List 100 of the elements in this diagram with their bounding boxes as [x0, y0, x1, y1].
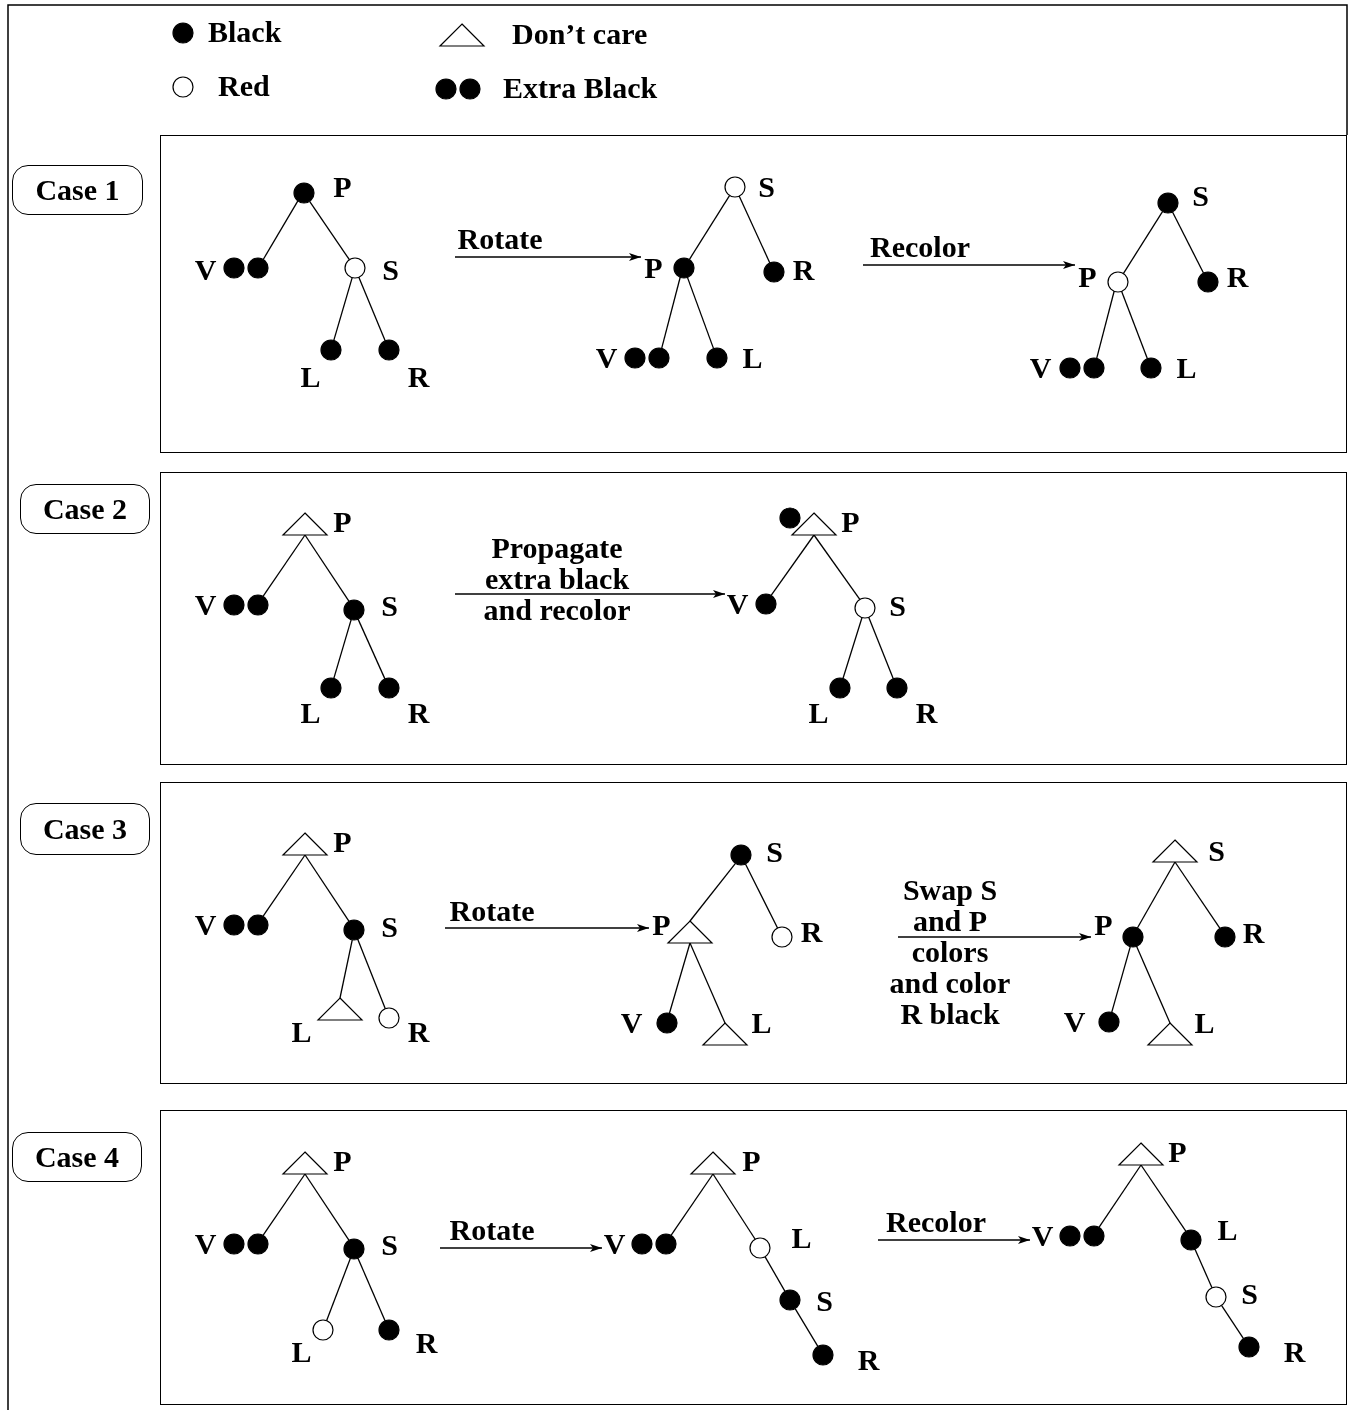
tree-link: [1174, 861, 1221, 929]
tree-link: [357, 938, 386, 1010]
tree-link: [1171, 211, 1205, 274]
node-letter: P: [1093, 909, 1114, 940]
node-letter: R: [406, 1016, 431, 1047]
case-label: Case 4: [12, 1132, 142, 1182]
node-letter: L: [807, 697, 830, 728]
node-letter: L: [750, 1007, 773, 1038]
tree-link: [333, 618, 352, 680]
node-letter: R: [856, 1344, 881, 1375]
node-letter: V: [619, 1007, 644, 1038]
node-letter: R: [1225, 261, 1250, 292]
legend-text: Red: [218, 70, 270, 102]
node-letter: P: [1167, 1136, 1188, 1167]
transition-arrow: [897, 933, 1092, 941]
node-letter: S: [1191, 180, 1210, 211]
transition-arrow: [454, 253, 642, 261]
node-letter: S: [380, 911, 399, 942]
legend-text: Don’t care: [512, 18, 648, 50]
tree-link: [262, 1173, 306, 1236]
tree-link: [764, 1256, 786, 1292]
tree-link: [358, 276, 386, 342]
node-letter: S: [380, 590, 399, 621]
node-letter: P: [741, 1145, 762, 1176]
transition-arrow: [439, 1244, 603, 1252]
node-letter: S: [1207, 835, 1226, 866]
edge-label: Recolor: [869, 230, 971, 262]
node-letter: S: [380, 1229, 399, 1260]
tree-link: [661, 276, 681, 349]
edge-label: Rotate: [448, 1213, 536, 1245]
case-panel: [160, 1110, 1347, 1405]
node-letter: R: [914, 697, 939, 728]
node-letter: L: [790, 1222, 813, 1253]
tree-link: [689, 942, 726, 1024]
node-letter: P: [332, 506, 353, 537]
node-letter: R: [414, 1327, 439, 1358]
node-letter: P: [332, 1145, 353, 1176]
node-letter: P: [840, 506, 861, 537]
tree-link: [712, 1173, 756, 1240]
node-letter: V: [193, 254, 218, 285]
tree-link: [1122, 210, 1164, 275]
node-letter: S: [1240, 1278, 1259, 1309]
node-letter: P: [332, 826, 353, 857]
edge-label: Swap S and P colors and color R black: [889, 873, 1011, 1029]
tree-link: [1098, 1164, 1142, 1228]
tree-link: [770, 534, 815, 597]
node-letter: P: [643, 252, 664, 283]
legend-text: Extra Black: [503, 72, 658, 104]
tree-link: [1111, 945, 1131, 1014]
node-letter: L: [290, 1336, 313, 1367]
node-letter: L: [1193, 1007, 1216, 1038]
tree-link: [1220, 1304, 1245, 1340]
tree-link: [868, 616, 894, 680]
tree-link: [1135, 945, 1171, 1024]
case-panel: [160, 135, 1347, 453]
node-letter: P: [651, 909, 672, 940]
node-letter: L: [290, 1016, 313, 1047]
transition-arrow: [862, 261, 1076, 269]
tree-link: [262, 854, 306, 917]
tree-link: [689, 862, 737, 922]
node-letter: R: [799, 916, 824, 947]
node-letter: P: [332, 171, 353, 202]
node-letter: S: [815, 1285, 834, 1316]
edge-label: Propagate extra black and recolor: [482, 531, 632, 625]
node-letter: L: [1216, 1214, 1239, 1245]
tree-link: [1194, 1248, 1213, 1289]
node-letter: R: [1282, 1336, 1307, 1367]
tree-link: [339, 939, 353, 999]
case-label: Case 1: [12, 165, 143, 215]
edge-label: Recolor: [885, 1205, 987, 1237]
node-letter: S: [757, 171, 776, 202]
node-letter: L: [299, 361, 322, 392]
tree-link: [1140, 1164, 1187, 1232]
tree-link: [333, 276, 353, 342]
tree-link: [813, 534, 861, 601]
tree-link: [308, 200, 351, 261]
tree-link: [686, 276, 715, 350]
node-letter: R: [406, 361, 431, 392]
node-letter: V: [193, 909, 218, 940]
node-letter: S: [765, 836, 784, 867]
node-letter: V: [725, 588, 750, 619]
tree-link: [262, 200, 299, 261]
case-label: Case 2: [20, 484, 150, 534]
tree-link: [842, 616, 863, 680]
edge-label: Rotate: [456, 222, 544, 254]
edge-label: Rotate: [448, 894, 536, 926]
node-letter: P: [1077, 261, 1098, 292]
node-letter: S: [888, 590, 907, 621]
node-letter: L: [1175, 352, 1198, 383]
node-letter: L: [741, 342, 764, 373]
tree-link: [304, 854, 350, 922]
tree-link: [262, 534, 306, 597]
tree-link: [325, 1257, 352, 1322]
transition-arrow: [454, 590, 726, 598]
node-letter: V: [1028, 352, 1053, 383]
case-panel: [160, 472, 1347, 765]
node-letter: S: [381, 254, 400, 285]
node-letter: V: [193, 589, 218, 620]
case-panel: [160, 782, 1347, 1084]
tree-link: [357, 618, 386, 680]
